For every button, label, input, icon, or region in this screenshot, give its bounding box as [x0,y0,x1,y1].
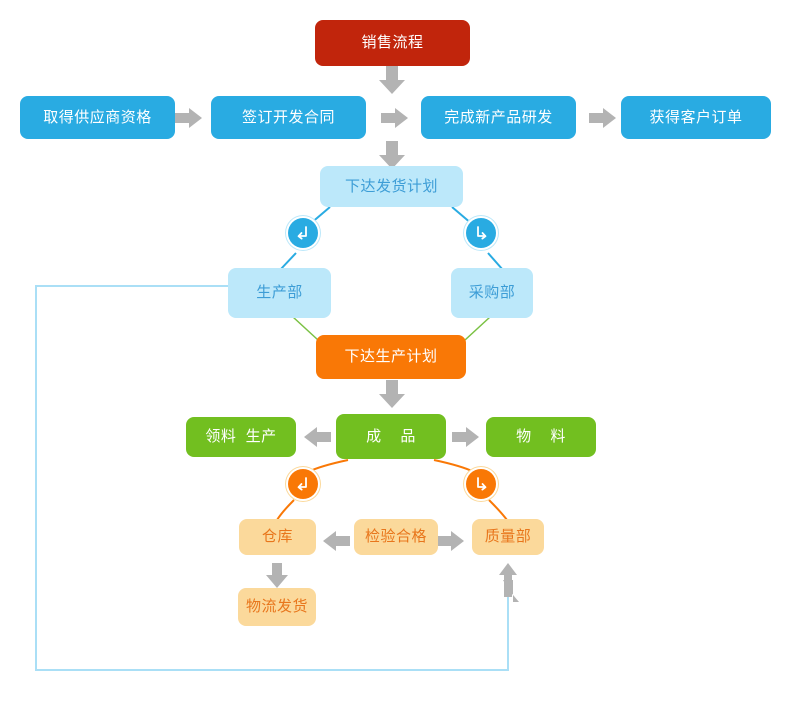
node-production-department[interactable]: 生产部 [228,268,331,318]
node-quality-department[interactable]: 质量部 [472,519,544,555]
line-purchasing-to-plan [464,316,491,341]
node-label: 下达发货计划 [344,177,438,195]
arrow-supplier-to-contract [175,108,202,128]
line-finished-to-badge-left [307,459,349,473]
arrow-sales-to-newproduct [379,66,405,94]
node-label: 销售流程 [361,34,424,51]
node-label: 物流发货 [245,598,308,615]
node-shipping-plan[interactable]: 下达发货计划 [320,166,463,207]
node-label: 检验合格 [364,528,427,545]
arrow-inspection-to-warehouse [323,531,350,551]
node-inspection-passed[interactable]: 检验合格 [354,519,438,555]
arrow-down-left-icon [297,226,307,240]
node-label: 领料 生产 [205,428,277,445]
node-label: 下达生产计划 [344,348,438,365]
node-sales-process[interactable]: 销售流程 [315,20,470,66]
arrow-contract-to-newproduct [381,108,408,128]
node-materials[interactable]: 物 料 [486,417,596,457]
node-label: 成 品 [366,427,416,445]
node-supplier-qualification[interactable]: 取得供应商资格 [20,96,175,139]
node-purchasing-department[interactable]: 采购部 [451,268,533,318]
arrow-newproduct-to-shipping [379,141,405,169]
node-label: 取得供应商资格 [43,108,152,126]
arrow-warehouse-to-logistics [266,563,288,588]
node-logistics-shipment[interactable]: 物流发货 [238,588,316,626]
node-production-plan[interactable]: 下达生产计划 [316,335,466,379]
badge-shipping-to-purchasing[interactable] [466,218,496,248]
node-label: 生产部 [256,284,303,301]
node-label: 仓库 [261,528,293,545]
arrow-down-right-icon [477,226,487,240]
arrow-inspection-to-quality [437,531,464,551]
arrow-plan-to-finished [379,380,405,408]
badge-shipping-to-production[interactable] [288,218,318,248]
line-shipping-to-badge-right [451,206,473,225]
node-warehouse[interactable]: 仓库 [239,519,316,555]
node-pick-and-produce[interactable]: 领料 生产 [186,417,296,457]
node-label: 质量部 [484,528,532,545]
badge-finished-to-warehouse[interactable] [288,469,318,499]
node-development-contract[interactable]: 签订开发合同 [211,96,366,139]
node-label: 完成新产品研发 [444,108,553,126]
arrow-finished-to-materials [452,427,479,447]
arrow-down-left-icon [297,477,307,491]
line-badge-left-to-warehouse [276,499,295,521]
line-finished-to-badge-right [433,459,475,473]
arrow-down-right-icon [477,477,487,491]
line-badge-right-to-quality [488,499,508,521]
badge-finished-to-quality[interactable] [466,469,496,499]
node-label: 采购部 [468,284,516,301]
arrow-newproduct-to-order [589,108,616,128]
line-production-to-plan [292,316,319,341]
node-customer-order[interactable]: 获得客户订单 [621,96,771,139]
node-new-product-development[interactable]: 完成新产品研发 [421,96,576,139]
node-finished-goods[interactable]: 成 品 [336,414,446,459]
arrow-finished-to-pick [304,427,331,447]
arrow-loop-to-quality [499,563,519,602]
node-label: 获得客户订单 [649,108,743,126]
node-label: 物 料 [516,428,566,445]
node-label: 签订开发合同 [241,108,335,126]
